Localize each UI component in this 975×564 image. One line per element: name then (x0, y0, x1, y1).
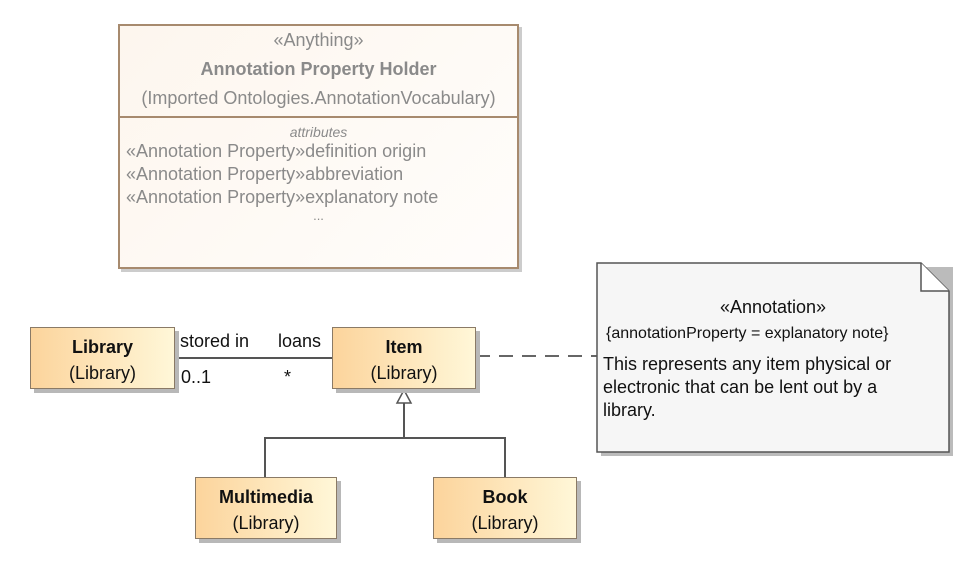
class-name: Multimedia (218, 487, 313, 507)
role-loans: loans (278, 331, 322, 351)
class-package: (Library) (370, 363, 438, 383)
class-library[interactable]: Library (Library) (30, 327, 175, 389)
generalization-branch[interactable] (264, 437, 506, 477)
attributes-section-label: attributes (289, 124, 348, 140)
class-name: Item (385, 337, 423, 357)
class-name: Book (482, 487, 528, 507)
class-item[interactable]: Item (Library) (332, 327, 476, 389)
class-multimedia[interactable]: Multimedia (Library) (195, 477, 337, 539)
class-book[interactable]: Book (Library) (433, 477, 577, 539)
role-stored-in: stored in (180, 331, 250, 351)
more-attributes: ... (313, 208, 324, 223)
note-text: This represents any item physical or ele… (603, 354, 892, 420)
multiplicity-left: 0..1 (181, 367, 212, 387)
attribute[interactable]: «Annotation Property»abbreviation (126, 164, 404, 184)
class-package: (Library) (68, 363, 136, 383)
note-stereotype: «Annotation» (719, 297, 827, 317)
note-shape (596, 262, 953, 456)
annotation-property-holder-class[interactable]: «Anything» Annotation Property Holder (I… (118, 24, 519, 269)
class-name: Library (71, 337, 134, 357)
annotation-note[interactable]: «Annotation» {annotationProperty = expla… (597, 263, 949, 452)
note-tag: {annotationProperty = explanatory note} (606, 325, 889, 342)
class-package: (Library) (471, 513, 539, 533)
holder-namespace: (Imported Ontologies.AnnotationVocabular… (141, 88, 496, 108)
generalization-arrow (395, 388, 413, 404)
attribute[interactable]: «Annotation Property»definition origin (126, 141, 427, 161)
multiplicity-right: * (284, 367, 292, 387)
holder-name: Annotation Property Holder (200, 59, 437, 79)
attribute[interactable]: «Annotation Property»explanatory note (126, 187, 439, 207)
class-package: (Library) (232, 513, 300, 533)
holder-stereotype: «Anything» (273, 30, 364, 50)
